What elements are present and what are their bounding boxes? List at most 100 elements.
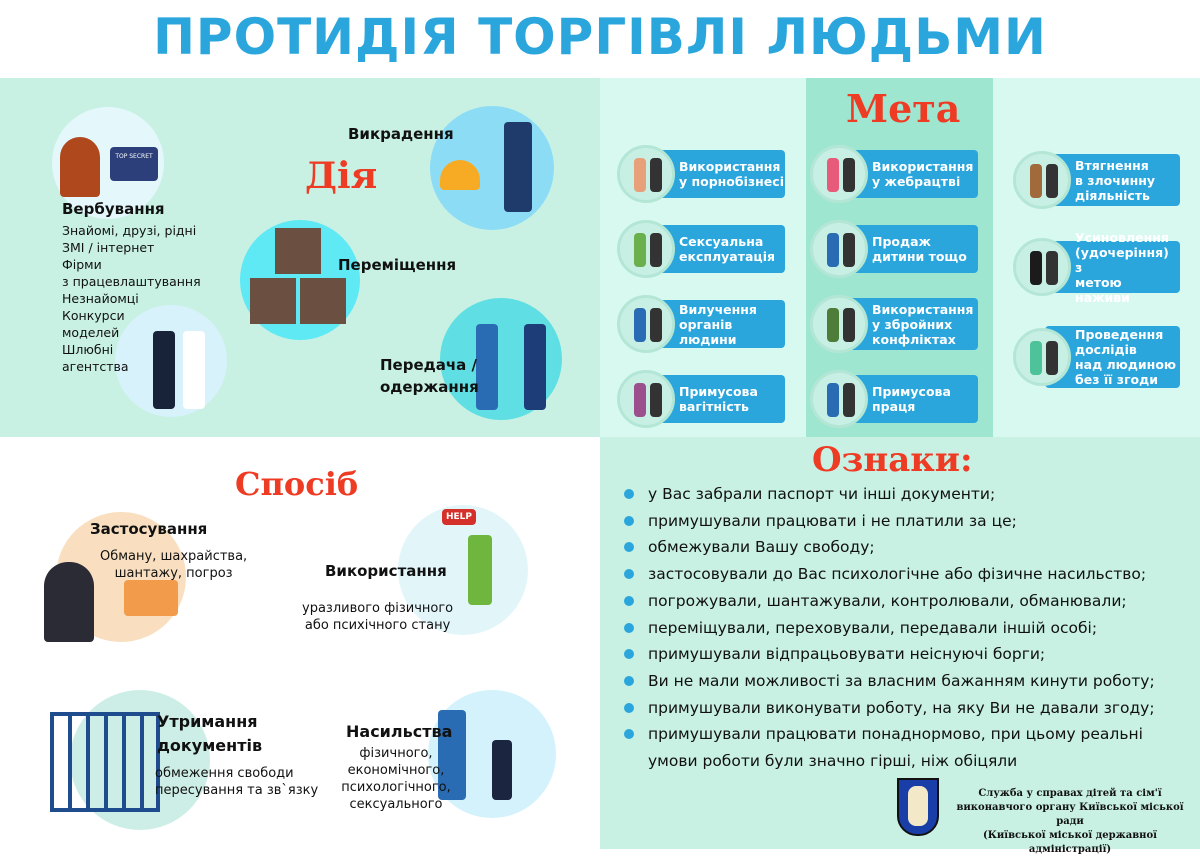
violence-item: фізичного, (359, 746, 433, 761)
screen-text: TOP SECRET (110, 147, 158, 181)
figure (634, 383, 646, 417)
purpose-line: Використання (872, 159, 974, 174)
figure (1046, 164, 1058, 198)
figure (650, 383, 662, 417)
purpose-line: Сексуальна (679, 234, 764, 249)
prison-illustration (50, 690, 210, 830)
violence-item: економічного, (347, 763, 445, 778)
figure (1030, 164, 1042, 198)
purpose-illustration (810, 295, 868, 353)
withholding-text: обмеження свободи пересування та зв`язку (155, 765, 318, 799)
sign-item: обмежували Вашу свободу; (624, 534, 1184, 561)
figure (650, 233, 662, 267)
transfer-label: Передача /одержання (380, 354, 479, 398)
abduction-illustration (430, 106, 554, 230)
org-line: (Київської міської державної адміністрац… (983, 830, 1157, 855)
page-title: ПРОТИДІЯ ТОРГІВЛІ ЛЮДЬМИ (153, 8, 1047, 66)
sign-item: переміщували, переховували, передавали і… (624, 615, 1184, 642)
purpose-line: дитини тощо (872, 249, 967, 264)
label-line: документів (157, 736, 263, 755)
sign-item: застосовували до Вас психологічне або фі… (624, 561, 1184, 588)
recruitment-item: агентства (62, 359, 129, 374)
purpose-line: органів людини (679, 316, 737, 347)
purpose-line: експлуатація (679, 249, 776, 264)
purpose-line: праця (872, 399, 916, 414)
text-line: пересування та зв`язку (155, 783, 319, 798)
figure (843, 383, 855, 417)
text-line: обмеження свободи (155, 766, 294, 781)
purpose-line: Проведення (1075, 327, 1164, 342)
recruitment-item: Конкурси (62, 308, 125, 323)
text-line: уразливого фізичного (302, 601, 454, 616)
recruitment-item: з працевлаштування (62, 274, 201, 289)
violence-text: фізичного,економічного,психологічного,се… (340, 745, 452, 813)
sign-item: Ви не мали можливості за власним бажання… (624, 668, 1184, 695)
figure (827, 233, 839, 267)
boxes-illustration (240, 220, 360, 340)
action-heading: Дія (305, 155, 378, 197)
figure (827, 383, 839, 417)
wedding-illustration (115, 305, 227, 417)
recruitment-item: Знайомі, друзі, рідні (62, 223, 197, 238)
purpose-illustration (617, 220, 675, 278)
figure (650, 308, 662, 342)
purpose-line: Примусова (872, 384, 951, 399)
figure (827, 158, 839, 192)
withholding-label: Утримання документів (157, 710, 262, 758)
purpose-line: Примусова (679, 384, 758, 399)
recruitment-label: Вербування (62, 200, 165, 218)
help-sign: HELP (442, 509, 476, 525)
use-of-label: Застосування (90, 520, 208, 538)
transfer-illustration (440, 298, 562, 420)
sign-item: примушували відпрацьовувати неіснуючі бо… (624, 641, 1184, 668)
org-line: Служба у справах дітей та сім'ї (978, 788, 1162, 799)
purpose-illustration (810, 145, 868, 203)
violence-label: Насильства (346, 722, 453, 741)
purpose-line: Використання (872, 301, 974, 317)
exploitation-label: Використання (325, 562, 447, 580)
hacker-illustration: TOP SECRET (52, 107, 164, 219)
sign-item: примушували працювати понаднормово, при … (624, 721, 1184, 774)
purpose-line: у жебрацтві (872, 174, 961, 189)
figure (843, 308, 855, 342)
purpose-line: Вилучення (679, 301, 757, 317)
figure (1030, 251, 1042, 285)
figure (843, 158, 855, 192)
purpose-line: Усиновлення (1075, 229, 1169, 245)
purpose-line: діяльність (1075, 187, 1150, 203)
purpose-line: Використання (679, 159, 781, 174)
method-heading: Спосіб (235, 465, 359, 503)
figure (1046, 341, 1058, 375)
purpose-line: конфліктах (872, 331, 956, 347)
figure (1030, 341, 1042, 375)
purpose-line: дослідів (1075, 342, 1137, 357)
figure (650, 158, 662, 192)
purpose-illustration (810, 220, 868, 278)
sign-item: у Вас забрали паспорт чи інші документи; (624, 481, 1184, 508)
kyiv-emblem-icon (897, 778, 939, 836)
text-line: шантажу, погроз (114, 566, 233, 581)
purpose-illustration (810, 370, 868, 428)
purpose-illustration (1013, 238, 1071, 296)
recruitment-item: моделей (62, 325, 120, 340)
violence-item: психологічного, (341, 780, 451, 795)
figure (843, 233, 855, 267)
sign-item: погрожували, шантажували, контролювали, … (624, 588, 1184, 615)
purpose-line: Втягнення (1075, 157, 1149, 173)
recruitment-item: Шлюбні (62, 342, 114, 357)
purpose-illustration (1013, 328, 1071, 386)
fraud-illustration (44, 512, 186, 642)
violence-illustration (428, 690, 556, 818)
label-line: Утримання (157, 712, 258, 731)
